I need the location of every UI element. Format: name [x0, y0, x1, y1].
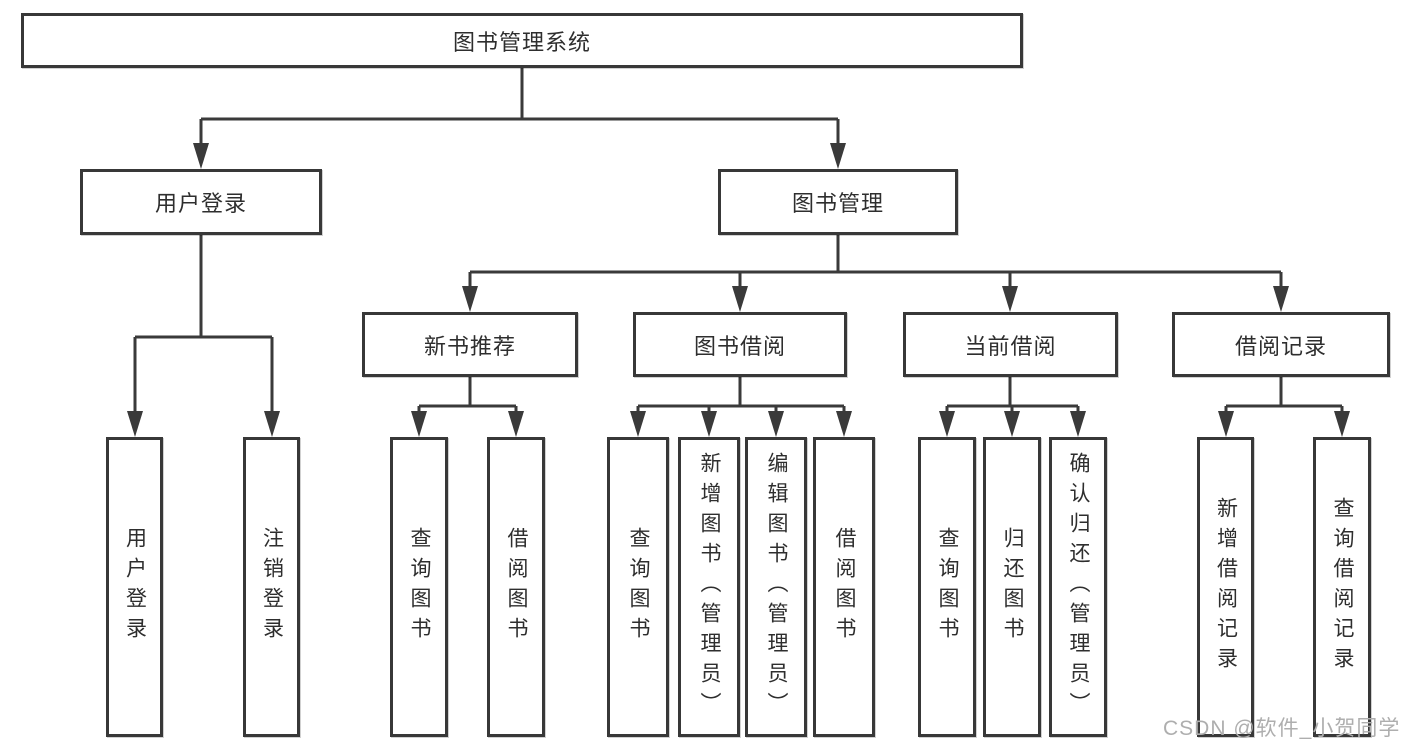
node-borrow-records: 借阅记录 [1172, 312, 1390, 377]
leaf-query-book-borrow: 查询图书 [607, 437, 669, 737]
leaf-query-borrow-record: 查询借阅记录 [1313, 437, 1371, 737]
leaf-user-login: 用户登录 [106, 437, 163, 737]
leaf-add-book-admin: 新增图书（管理员） [678, 437, 740, 737]
node-book-management: 图书管理 [718, 169, 958, 235]
leaf-logout: 注销登录 [243, 437, 300, 737]
node-book-borrow: 图书借阅 [633, 312, 847, 377]
leaf-borrow-book: 借阅图书 [813, 437, 875, 737]
node-root: 图书管理系统 [21, 13, 1023, 68]
leaf-edit-book-admin: 编辑图书（管理员） [745, 437, 807, 737]
leaf-query-book-recommend: 查询图书 [390, 437, 448, 737]
leaf-add-borrow-record: 新增借阅记录 [1197, 437, 1254, 737]
leaf-confirm-return-admin: 确认归还（管理员） [1049, 437, 1107, 737]
leaf-borrow-book-recommend: 借阅图书 [487, 437, 545, 737]
leaf-query-book-current: 查询图书 [918, 437, 976, 737]
node-current-borrow: 当前借阅 [903, 312, 1118, 377]
node-new-book-recommend: 新书推荐 [362, 312, 578, 377]
watermark: CSDN @软件_小贺同学 [1163, 717, 1401, 740]
leaf-return-book: 归还图书 [983, 437, 1041, 737]
node-user-login: 用户登录 [80, 169, 322, 235]
